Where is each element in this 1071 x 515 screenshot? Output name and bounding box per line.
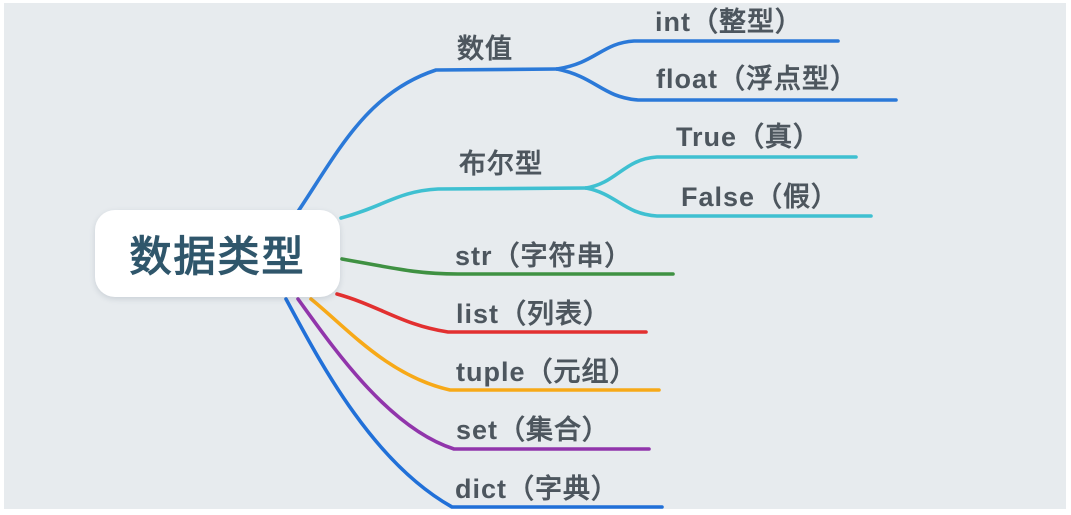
topic-list[interactable]: list（列表） <box>456 299 612 329</box>
topic-int[interactable]: int（整型） <box>655 7 803 37</box>
topic-str[interactable]: str（字符串） <box>455 241 633 271</box>
root-topic-data-types[interactable]: 数据类型 <box>95 210 340 297</box>
topic-numeric[interactable]: 数值 <box>457 34 513 64</box>
topic-boolean[interactable]: 布尔型 <box>459 149 543 179</box>
topic-true[interactable]: True（真） <box>676 122 822 152</box>
topic-false[interactable]: False（假） <box>681 182 840 212</box>
topic-dict[interactable]: dict（字典） <box>455 474 620 504</box>
topic-set[interactable]: set（集合） <box>456 415 611 445</box>
topic-tuple[interactable]: tuple（元组） <box>456 357 638 387</box>
topic-float[interactable]: float（浮点型） <box>656 64 858 94</box>
